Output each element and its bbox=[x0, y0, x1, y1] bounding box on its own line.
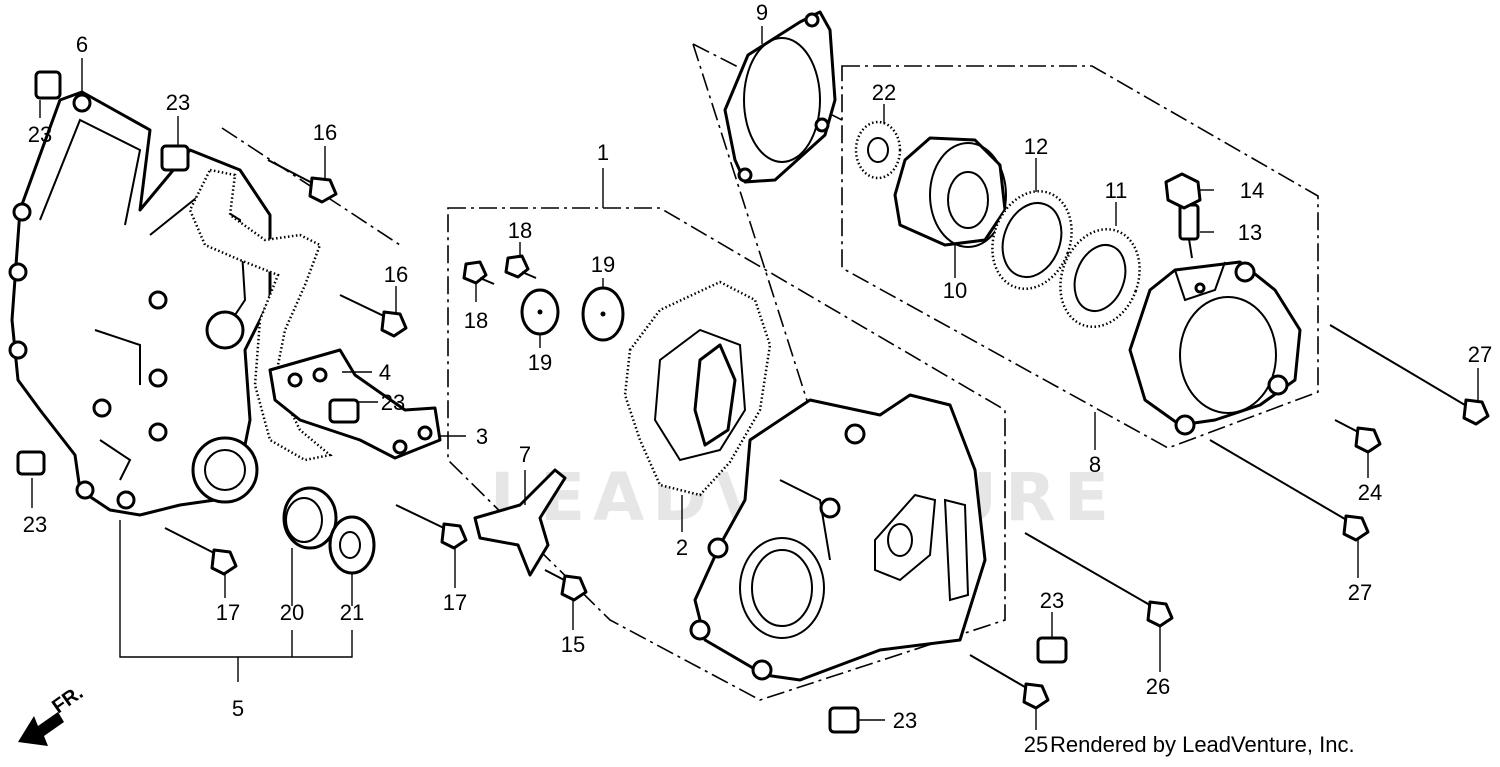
callout-16: 16 bbox=[384, 262, 408, 287]
dowel-pin bbox=[1036, 636, 1068, 664]
gasket-9 bbox=[723, 10, 837, 184]
callout-13: 13 bbox=[1238, 220, 1262, 245]
credit-text: Rendered by LeadVenture, Inc. bbox=[1050, 732, 1355, 757]
lever-7 bbox=[473, 468, 567, 577]
callout-23: 23 bbox=[23, 512, 47, 537]
callout-7: 7 bbox=[519, 442, 531, 467]
bolt-27-upper bbox=[1329, 324, 1490, 426]
callout-1: 1 bbox=[597, 140, 609, 165]
washer-19-a bbox=[520, 288, 560, 336]
dowel-pin bbox=[160, 144, 190, 172]
group-outline-1 bbox=[447, 207, 1006, 701]
oil-seal-22 bbox=[854, 120, 902, 180]
bolt-16-upper bbox=[267, 159, 338, 204]
callout-10: 10 bbox=[943, 278, 967, 303]
callout-25: 25 bbox=[1024, 732, 1048, 757]
callout-5: 5 bbox=[232, 696, 244, 721]
washer-19-b bbox=[581, 286, 625, 342]
callout-23: 23 bbox=[28, 122, 52, 147]
callout-16: 16 bbox=[313, 120, 337, 145]
callout-2: 2 bbox=[676, 535, 688, 560]
bolt-17-right bbox=[395, 504, 468, 550]
callout-11: 11 bbox=[1105, 178, 1128, 203]
callout-17: 17 bbox=[443, 590, 467, 615]
callout-3: 3 bbox=[476, 424, 488, 449]
diaphragm-11 bbox=[1059, 228, 1141, 328]
cover-1 bbox=[689, 393, 987, 682]
callout-15: 15 bbox=[561, 632, 585, 657]
bolt-24 bbox=[1334, 419, 1382, 454]
callout-27: 27 bbox=[1468, 342, 1492, 367]
bolt-17-left bbox=[164, 527, 238, 576]
callout-9: 9 bbox=[756, 0, 768, 25]
oil-seal-21 bbox=[328, 515, 376, 575]
callout-12: 12 bbox=[1024, 134, 1048, 159]
callout-8: 8 bbox=[1089, 452, 1101, 477]
callout-labels: 6 23 23 16 16 4 23 3 23 17 17 20 21 5 15… bbox=[23, 0, 1492, 757]
callout-19: 19 bbox=[528, 350, 552, 375]
callout-6: 6 bbox=[76, 32, 88, 57]
callout-22: 22 bbox=[872, 80, 896, 105]
bolt-26 bbox=[1024, 532, 1174, 628]
dowel-pin bbox=[16, 450, 46, 476]
needle-bearing-20 bbox=[282, 486, 338, 550]
group-outline-8 bbox=[841, 65, 1319, 449]
leader-lines bbox=[31, 26, 1479, 730]
callout-23: 23 bbox=[1040, 588, 1064, 613]
dowel-pin bbox=[328, 398, 360, 424]
bolt-15 bbox=[544, 569, 588, 602]
bleed-screw-13 bbox=[1178, 203, 1200, 259]
callout-23: 23 bbox=[166, 90, 190, 115]
front-direction-indicator: FR. bbox=[18, 682, 87, 746]
callout-26: 26 bbox=[1146, 674, 1170, 699]
housing-8 bbox=[1128, 260, 1302, 436]
bolt-25 bbox=[969, 654, 1050, 710]
callout-14: 14 bbox=[1240, 178, 1264, 203]
cap-14 bbox=[1164, 172, 1202, 210]
callout-27: 27 bbox=[1348, 580, 1372, 605]
callout-17: 17 bbox=[216, 600, 240, 625]
pump-body-10 bbox=[893, 136, 1007, 248]
o-ring-12 bbox=[991, 190, 1073, 290]
group-outline-9 bbox=[692, 43, 811, 411]
front-arrow-icon bbox=[18, 712, 64, 746]
callout-23: 23 bbox=[893, 708, 917, 733]
callout-21: 21 bbox=[340, 600, 364, 625]
bolt-18-b bbox=[504, 254, 537, 279]
callout-18: 18 bbox=[464, 308, 488, 333]
callout-23: 23 bbox=[381, 390, 405, 415]
dowel-pin bbox=[828, 706, 860, 734]
gasket-4 bbox=[188, 168, 333, 462]
callout-19: 19 bbox=[591, 252, 615, 277]
bolt-16-lower bbox=[339, 294, 408, 338]
crankcase-cover bbox=[8, 90, 272, 517]
callout-20: 20 bbox=[280, 600, 304, 625]
callout-18: 18 bbox=[508, 218, 532, 243]
callout-24: 24 bbox=[1358, 480, 1382, 505]
callout-4: 4 bbox=[379, 360, 391, 385]
bolt-18-a bbox=[462, 260, 495, 285]
bolt-27-lower bbox=[1209, 439, 1370, 542]
dowel-pin bbox=[34, 70, 62, 100]
front-label: FR. bbox=[48, 682, 87, 719]
